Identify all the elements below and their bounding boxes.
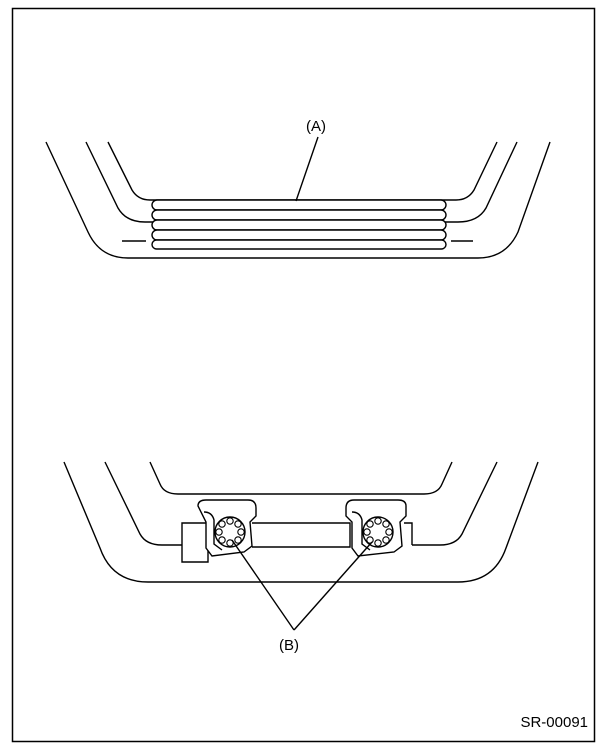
left-seal	[197, 499, 257, 557]
bottom-inner-housing	[149, 461, 453, 495]
bottom-middle-housing	[104, 461, 182, 546]
leader-line-a	[295, 136, 319, 202]
boot-fold-3	[151, 219, 447, 231]
boot-fold-1	[151, 199, 447, 211]
label-a: (A)	[306, 118, 326, 135]
right-seal	[345, 499, 407, 557]
bottom-assembly	[63, 461, 539, 583]
boot-fold-4	[151, 229, 447, 241]
seal-carrier	[181, 522, 413, 563]
left-spring-coils	[215, 517, 245, 547]
top-outer-housing	[45, 141, 551, 259]
bottom-outer-housing	[63, 461, 539, 583]
label-b: (B)	[279, 637, 299, 654]
boot-fold-5	[151, 239, 447, 250]
top-inner-housing	[107, 141, 498, 201]
folded-boot	[151, 199, 447, 250]
leader-line-b-left	[231, 539, 295, 631]
boot-fold-2	[151, 209, 447, 221]
bottom-middle-housing-right	[412, 461, 498, 546]
leader-line-b-right	[293, 541, 373, 631]
carrier-right	[404, 522, 413, 545]
figure-border	[11, 7, 596, 743]
carrier-mid	[252, 522, 351, 548]
right-spring-coils	[363, 517, 393, 547]
figure-id: SR-00091	[520, 714, 588, 731]
carrier-bar	[181, 522, 209, 563]
